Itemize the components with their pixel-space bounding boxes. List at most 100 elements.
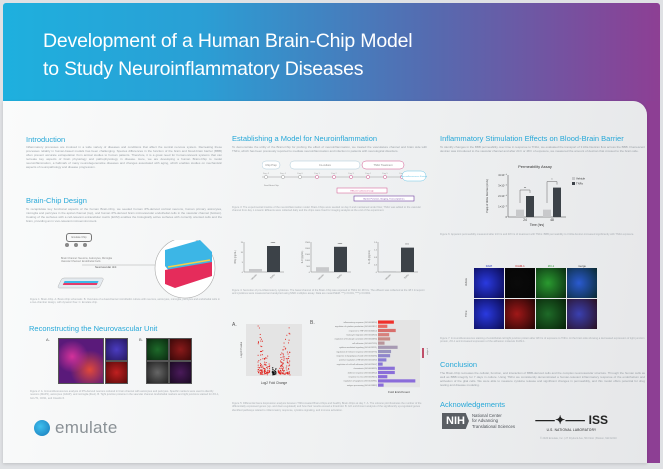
- model-heading: Establishing a Model for Neuroinflammati…: [232, 134, 378, 143]
- significance-label: ***: [405, 243, 409, 247]
- x-tick-label: TNFα: [337, 274, 343, 280]
- panel-label: B.: [310, 320, 315, 326]
- stain-row-label: Vehicle: [465, 277, 468, 286]
- volcano-point: [266, 366, 268, 369]
- volcano-point: [258, 360, 260, 362]
- timeline-day-label: Day -2: [263, 173, 270, 175]
- volcano-point: [282, 372, 284, 374]
- volcano-point: [257, 366, 259, 368]
- volcano-point: [264, 370, 266, 372]
- ncats-line: for Advancing: [471, 418, 498, 424]
- enrichment-bar: [378, 362, 383, 366]
- brain-chip-design-text: To recapitulate key functional aspects o…: [26, 207, 222, 223]
- timeline-day-marker: [366, 175, 370, 179]
- y-tick-label: 3×10⁻⁶: [498, 184, 507, 188]
- acknowledgements-heading: Acknowledgements: [440, 400, 506, 409]
- volcano-point: [283, 346, 285, 348]
- y-tick-label: 15: [241, 242, 244, 244]
- volcano-point: [265, 361, 267, 364]
- emulate-logo-icon: [34, 420, 50, 436]
- volcano-point: [288, 327, 290, 329]
- volcano-point: [262, 350, 264, 352]
- poster-title: Development of a Human Brain-Chip Model …: [43, 27, 413, 83]
- footer-address: © 2020 Emulate, Inc. | 27 Drydock Ave, 5…: [540, 437, 617, 440]
- volcano-point: [282, 373, 284, 375]
- y-axis-label: -Log10 P-value: [240, 341, 243, 358]
- volcano-point: [272, 372, 274, 374]
- stain-row-label: TNFα: [465, 310, 468, 317]
- volcano-point: [257, 361, 259, 363]
- volcano-point: [287, 372, 289, 375]
- volcano-point: [268, 366, 270, 368]
- volcano-point: [284, 373, 286, 375]
- outcome-label: Barrier Function, Imaging, Transcriptomi…: [363, 198, 405, 201]
- volcano-point: [275, 373, 277, 375]
- volcano-point: [282, 370, 284, 372]
- go-term-label: positive regulation of NF-kB (GO:0051092…: [339, 359, 377, 362]
- volcano-point: [282, 354, 284, 356]
- enrichment-bar: [378, 341, 385, 345]
- bar: [543, 209, 551, 217]
- timeline-day-marker: [281, 175, 285, 179]
- y-tick-label: 1500: [305, 254, 311, 256]
- bbb-text: To identify changes in the BBB permeabil…: [440, 145, 645, 153]
- volcano-point: [273, 371, 275, 373]
- volcano-point: [264, 364, 266, 366]
- timeline-day-label: Day 1: [314, 173, 320, 175]
- volcano-point: [279, 369, 281, 371]
- timeline-day-label: Day 5: [382, 173, 388, 175]
- volcano-point: [262, 373, 264, 375]
- enrichment-bar: [378, 366, 395, 370]
- go-term-label: regulation of immune response (GO:005077…: [336, 350, 377, 353]
- y-tick-label: 0: [309, 272, 311, 274]
- bar: [383, 271, 396, 272]
- bar: [334, 246, 347, 272]
- volcano-point: [279, 367, 281, 369]
- legend-title: p.adjust: [426, 348, 429, 355]
- volcano-point: [264, 363, 266, 365]
- enrichment-bar: [378, 328, 396, 333]
- volcano-point: [259, 362, 262, 364]
- volcano-point: [284, 338, 287, 340]
- timeline-day-marker: [298, 175, 302, 179]
- volcano-point: [273, 370, 275, 372]
- timeline-day-marker: [383, 175, 387, 179]
- stain-column-label: DAPI: [485, 264, 493, 268]
- go-term-label: leukocyte migration (GO:0050900): [346, 334, 377, 337]
- y-axis-label: IFNγ (pg/mL): [235, 250, 237, 264]
- brain-chip-design-heading: Brain-Chip Design: [26, 196, 87, 205]
- nvu-heading: Reconstructing the Neurovascular Unit: [29, 324, 158, 333]
- neurovascular-unit-label: Neurovascular Unit: [95, 266, 117, 269]
- volcano-point: [283, 342, 285, 344]
- bar: [316, 267, 329, 272]
- volcano-point: [260, 359, 262, 361]
- figure-6-caption: Figure 6: Apparent permeability measured…: [440, 233, 635, 236]
- effluent-box: [336, 187, 388, 194]
- go-term-label: regulation of cytokine production (GO:00…: [335, 325, 377, 328]
- volcano-point: [274, 370, 276, 372]
- volcano-point: [260, 354, 262, 356]
- figure-3-caption: Figure 3: The experimental timeline of t…: [232, 206, 421, 213]
- volcano-point: [288, 356, 290, 358]
- volcano-point: [281, 364, 283, 366]
- timeline-phase: [262, 160, 281, 170]
- timeline-day-marker: [349, 175, 353, 179]
- chip-dot-icon: [83, 243, 87, 247]
- timeline-day-label: Day 0: [297, 173, 303, 175]
- nih-ncats-logo: NIH National Center for Advancing Transl…: [442, 413, 515, 429]
- go-term-label: inflammatory response (GO:0006954): [343, 321, 377, 324]
- y-tick-label: 10: [241, 252, 244, 254]
- volcano-point: [259, 370, 261, 372]
- volcano-point: [262, 358, 264, 360]
- nih-logo-mark: NIH: [442, 413, 469, 429]
- volcano-point: [258, 371, 260, 373]
- enrichment-bar: [378, 354, 391, 358]
- seed-label: Seed Brain-Chip: [264, 185, 280, 187]
- bar: [249, 269, 262, 272]
- timeline-day-marker: [315, 175, 319, 179]
- endpoint-label: Immunofluorescence Staining: [401, 175, 427, 178]
- timeline-day-label: Day 4: [365, 173, 371, 175]
- volcano-point: [260, 364, 262, 366]
- x-tick-label: Vehicle: [318, 274, 325, 281]
- volcano-point: [275, 368, 277, 371]
